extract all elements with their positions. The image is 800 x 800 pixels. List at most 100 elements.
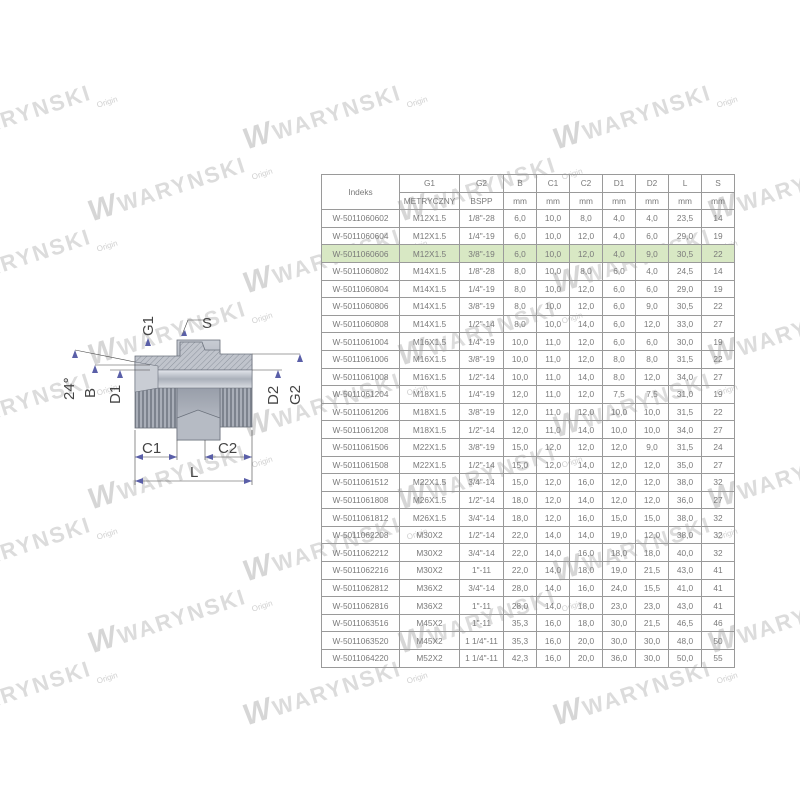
cell-l: 41,0 (668, 578, 702, 598)
cell-d2: 10,0 (635, 402, 669, 422)
watermark: WWARYNSKIOrigin (549, 67, 739, 161)
cell-g2: 3/4"-14 (459, 473, 504, 492)
cell-g2: 3/8"-19 (459, 244, 504, 263)
cell-b: 12,0 (503, 402, 537, 422)
watermark-brand: WARYNSKI (734, 295, 800, 361)
cell-g2: 3/8"-19 (459, 297, 504, 316)
watermark-logo-icon: W (238, 693, 271, 733)
label-s: S (202, 315, 212, 332)
cell-c1: 14,0 (536, 578, 570, 598)
cell-c1: 14,0 (536, 561, 570, 580)
cell-c2: 12,0 (569, 279, 603, 299)
cell-d2: 21,5 (635, 561, 669, 580)
watermark-brand: WARYNSKI (734, 439, 800, 505)
cell-d2: 12,0 (635, 525, 669, 545)
cell-c2: 8,0 (569, 209, 603, 228)
cell-d2: 10,0 (635, 420, 669, 439)
cell-g1: M26X1.5 (399, 508, 460, 527)
cell-s: 22 (701, 349, 735, 369)
cell-c2: 12,0 (569, 297, 603, 316)
cell-g2: 1/2"-14 (459, 420, 504, 439)
cell-idx: W-5011062216 (321, 561, 400, 580)
cell-d1: 19,0 (602, 525, 636, 545)
cell-l: 31,5 (668, 402, 702, 422)
cell-s: 46 (701, 613, 735, 633)
cell-d1: 36,0 (602, 649, 636, 668)
col-header-d2: D2 (635, 174, 669, 193)
watermark-brand: WARYNSKI (734, 583, 800, 649)
cell-d2: 15,0 (635, 508, 669, 527)
watermark-brand: WARYNSKI (0, 655, 95, 721)
units-row: METRYCZNY BSPP mm mm mm mm mm mm mm (322, 191, 735, 211)
watermark-logo-icon: W (238, 261, 271, 301)
cell-d1: 18,0 (602, 543, 636, 563)
cell-s: 14 (701, 209, 735, 228)
cell-c1: 16,0 (536, 631, 570, 651)
cell-d2: 23,0 (635, 596, 669, 615)
cell-d2: 12,0 (635, 490, 669, 510)
cell-c1: 12,0 (536, 437, 570, 457)
label-c1: C1 (142, 440, 161, 457)
cell-d1: 30,0 (602, 613, 636, 633)
cell-s: 19 (701, 279, 735, 299)
label-d1: D1 (107, 385, 124, 404)
cell-g2: 1"-11 (459, 613, 504, 633)
cell-s: 55 (701, 649, 735, 668)
cell-b: 15,0 (503, 473, 537, 492)
cell-d2: 6,0 (635, 226, 669, 246)
cell-idx: W-5011060604 (321, 226, 400, 246)
cell-g2: 3/4"-14 (459, 578, 504, 598)
cell-l: 36,0 (668, 490, 702, 510)
unit-d2: mm (635, 191, 669, 211)
cell-g1: M16X1.5 (399, 332, 460, 351)
cell-s: 19 (701, 385, 735, 404)
col-header-d1: D1 (602, 174, 636, 193)
cell-c2: 12,0 (569, 402, 603, 422)
cell-d2: 30,0 (635, 649, 669, 668)
cell-l: 43,0 (668, 561, 702, 580)
cell-l: 31,5 (668, 349, 702, 369)
cell-c2: 12,0 (569, 226, 603, 246)
label-c2: C2 (218, 440, 237, 457)
cell-idx: W-5011061004 (321, 332, 400, 351)
watermark: WWARYNSKIOrigin (0, 643, 119, 737)
cell-b: 18,0 (503, 508, 537, 527)
cell-c2: 12,0 (569, 385, 603, 404)
cell-l: 30,5 (668, 244, 702, 263)
cell-d2: 12,0 (635, 367, 669, 387)
col-header-l: L (668, 174, 702, 193)
cell-c2: 12,0 (569, 437, 603, 457)
cell-b: 28,0 (503, 596, 537, 615)
cell-s: 27 (701, 490, 735, 510)
watermark-sub: Origin (405, 670, 429, 686)
cell-b: 42,3 (503, 649, 537, 668)
watermark: WWARYNSKIOrigin (84, 139, 274, 233)
col-header-s: S (701, 174, 735, 193)
cell-s: 41 (701, 596, 735, 615)
fitting-diagram: G1 S 24° B D1 D2 G2 C1 C2 L (50, 300, 310, 500)
cell-d2: 4,0 (635, 209, 669, 228)
cell-b: 28,0 (503, 578, 537, 598)
cell-s: 27 (701, 455, 735, 475)
cell-l: 24,5 (668, 261, 702, 281)
cell-idx: W-5011061206 (321, 402, 400, 422)
cell-g2: 1/2"-14 (459, 367, 504, 387)
cell-idx: W-5011061204 (321, 385, 400, 404)
cell-idx: W-5011060606 (321, 244, 400, 263)
cell-c2: 16,0 (569, 578, 603, 598)
cell-g2: 1"-11 (459, 561, 504, 580)
cell-c1: 10,0 (536, 226, 570, 246)
cell-b: 15,0 (503, 437, 537, 457)
cell-d1: 8,0 (602, 367, 636, 387)
cell-l: 43,0 (668, 596, 702, 615)
cell-c1: 11,0 (536, 385, 570, 404)
